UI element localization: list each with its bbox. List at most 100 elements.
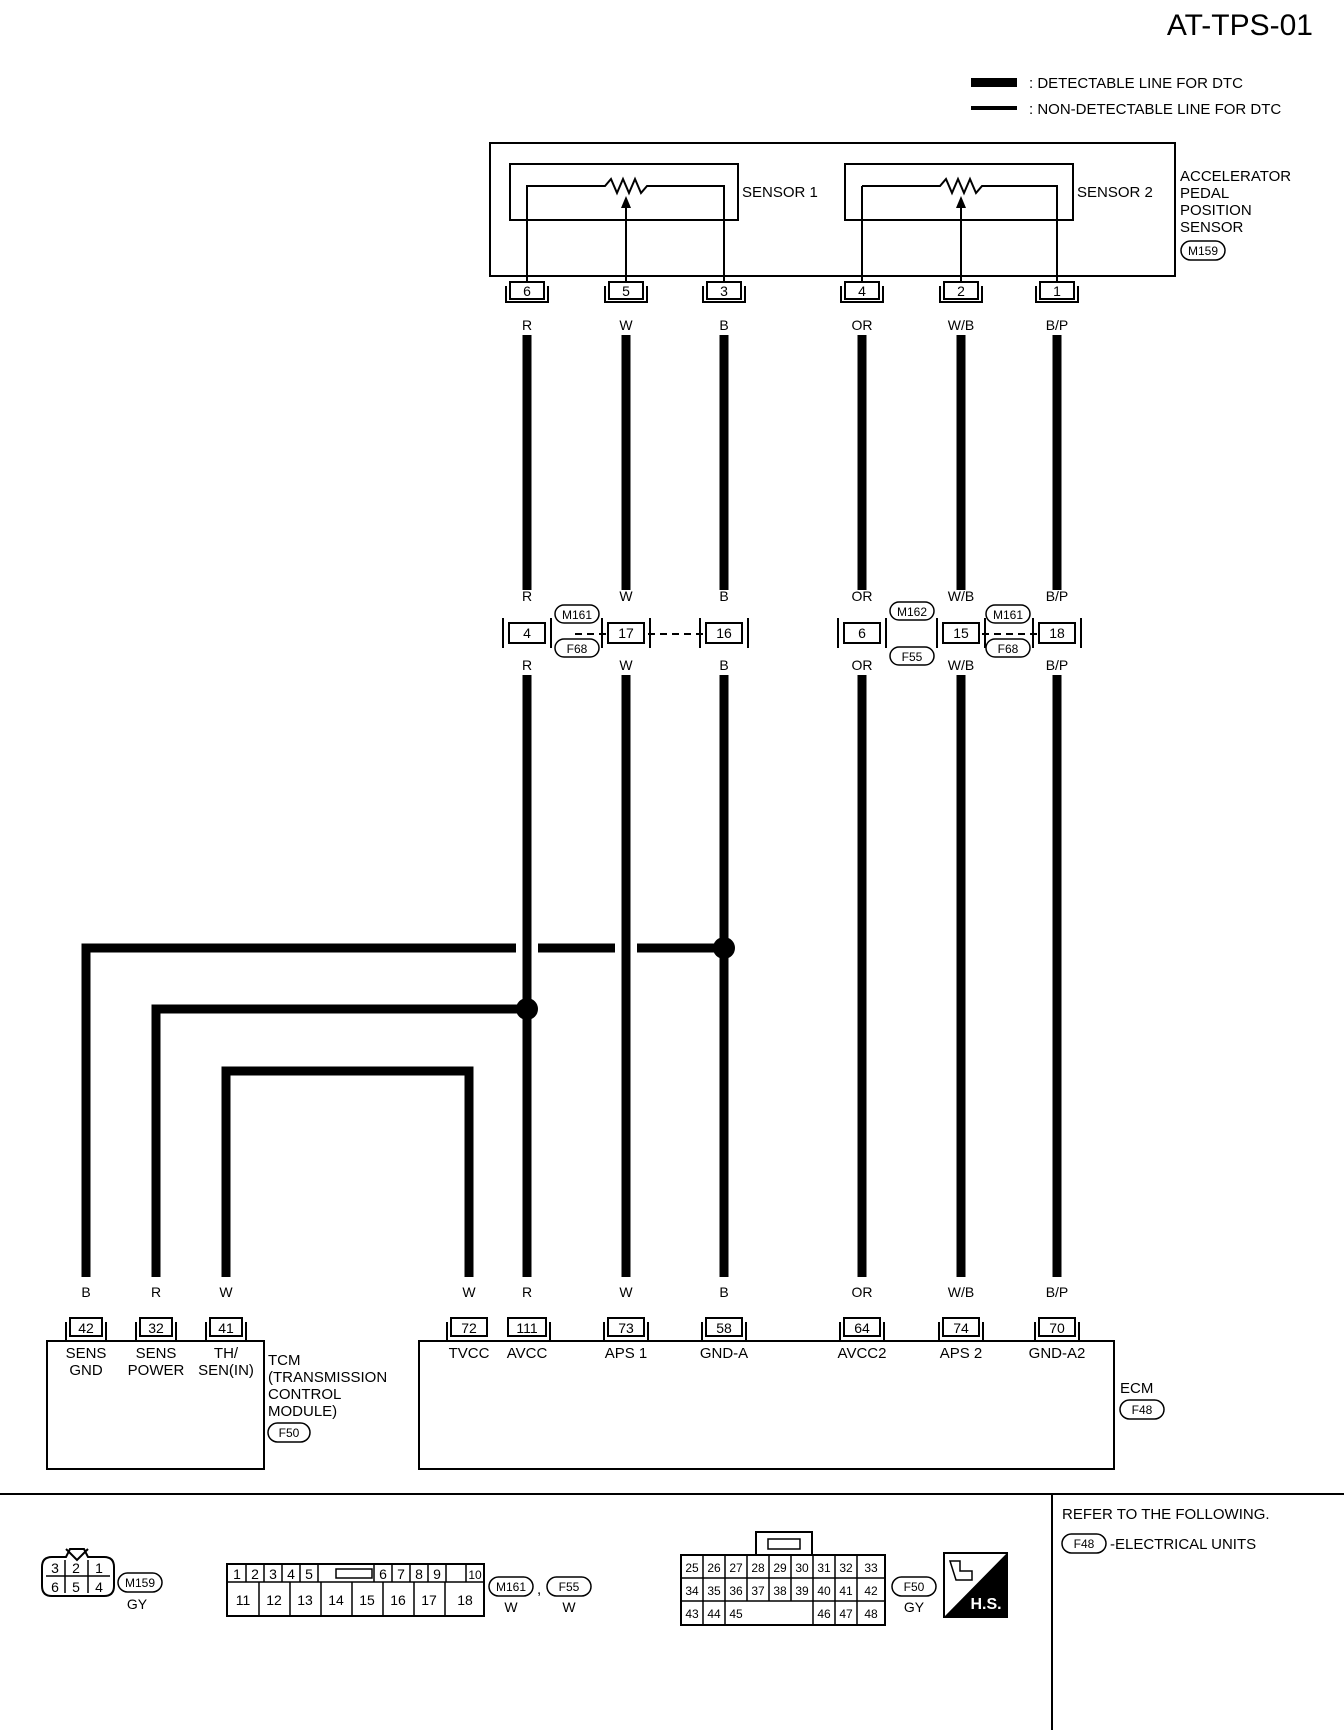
ecm-terminal-avcc2: AVCC2	[838, 1345, 887, 1362]
m161-pin-9: 9	[433, 1566, 441, 1582]
f50-pin-35: 35	[707, 1584, 721, 1598]
m161-pin-12: 12	[266, 1592, 282, 1608]
ecm-wire-color-aps2: W/B	[948, 1284, 974, 1300]
ecm-pin-111: 111	[516, 1320, 537, 1336]
joint-right-top-oval	[985, 604, 1031, 624]
ecm-module	[418, 1317, 1115, 1470]
m159-view-id: M159	[125, 1576, 155, 1590]
m161-pin-2: 2	[251, 1566, 259, 1582]
apps-pin-2: 2	[957, 283, 965, 299]
m159-pin-4: 4	[95, 1579, 103, 1595]
wire-color-w-1: W	[619, 317, 633, 333]
tcm-terminal-sens-gnd-2: GND	[69, 1362, 103, 1379]
tcm-terminal-sens-power-1: SENS	[136, 1345, 177, 1362]
ecm-name: ECM	[1120, 1380, 1153, 1397]
wire-color-bp-1: B/P	[1046, 317, 1069, 333]
f50-pin-43: 43	[685, 1607, 699, 1621]
m161-pin-18: 18	[457, 1592, 473, 1608]
ecm-pin-64: 64	[854, 1320, 870, 1336]
tcm-terminal-sens-power-2: POWER	[128, 1362, 185, 1379]
f50-pin-26: 26	[707, 1561, 721, 1575]
joint-right-bottom-id: F68	[998, 642, 1019, 656]
f50-pin-42: 42	[864, 1584, 878, 1598]
refer-title: REFER TO THE FOLLOWING.	[1062, 1506, 1270, 1523]
joint-right-top-id: M161	[993, 608, 1023, 622]
wire-color-b-3: B	[719, 657, 728, 673]
apps-name-line-1: ACCELERATOR	[1180, 168, 1291, 185]
hs-badge-label: H.S.	[970, 1596, 1001, 1613]
f50-pin-32: 32	[839, 1561, 853, 1575]
m161-pin-3: 3	[269, 1566, 277, 1582]
tcm-wire-color-r: R	[151, 1284, 161, 1300]
joint-mid-top-id: M162	[897, 605, 927, 619]
apps-name-line-2: PEDAL	[1180, 185, 1229, 202]
sensor-2-box	[844, 163, 1074, 221]
connector-view-f50	[680, 1531, 886, 1626]
apps-pin-row	[505, 281, 1079, 303]
f50-pin-47: 47	[839, 1607, 853, 1621]
m161-pin-16: 16	[390, 1592, 406, 1608]
apps-name-line-4: SENSOR	[1180, 219, 1244, 236]
f50-pin-41: 41	[839, 1584, 853, 1598]
joint-pin-17: 17	[618, 625, 634, 641]
f50-pin-48: 48	[864, 1607, 878, 1621]
ecm-terminal-gnda: GND-A	[700, 1345, 748, 1362]
connector-view-m161	[226, 1563, 485, 1617]
f55-view-oval	[546, 1576, 592, 1597]
apps-pin-3: 3	[720, 283, 728, 299]
tcm-pin-32: 32	[148, 1320, 164, 1336]
wire-color-w-2: W	[619, 588, 633, 604]
f50-pin-28: 28	[751, 1561, 765, 1575]
ecm-terminal-gnda2: GND-A2	[1029, 1345, 1086, 1362]
tcm-terminal-th-sen-1: TH/	[214, 1345, 239, 1362]
tcm-wire-color-w: W	[219, 1284, 233, 1300]
wire-color-bp-2: B/P	[1046, 588, 1069, 604]
f50-pin-30: 30	[795, 1561, 809, 1575]
wire-color-or-3: OR	[852, 657, 873, 673]
ecm-wire-color-avcc2: OR	[852, 1284, 873, 1300]
ecm-wire-color-avcc: R	[522, 1284, 532, 1300]
m161-pin-7: 7	[397, 1566, 405, 1582]
diagram-id: AT-TPS-01	[1167, 9, 1313, 42]
tcm-pin-41: 41	[218, 1320, 234, 1336]
sensor-1-wiper-arrow	[621, 196, 631, 208]
legend-detectable-label: : DETECTABLE LINE FOR DTC	[1029, 75, 1243, 92]
joint-left-bottom-oval	[554, 638, 600, 658]
apps-connector-id: M159	[1188, 244, 1218, 258]
f50-pin-39: 39	[795, 1584, 809, 1598]
m159-pin-1: 1	[95, 1560, 103, 1576]
f55-view-id: F55	[559, 1580, 580, 1594]
m161-view-color: W	[504, 1599, 518, 1615]
joint-right-bottom-oval	[985, 638, 1031, 658]
legend-non-detectable-label: : NON-DETECTABLE LINE FOR DTC	[1029, 101, 1281, 118]
wire-color-b-2: B	[719, 588, 728, 604]
ecm-terminal-aps1: APS 1	[605, 1345, 648, 1362]
sensor-1-box	[509, 163, 739, 221]
apps-pin-6: 6	[523, 283, 531, 299]
m161-pin-1: 1	[233, 1566, 241, 1582]
tcm-name-line-4: MODULE)	[268, 1403, 337, 1420]
ecm-pin-72: 72	[461, 1320, 477, 1336]
wire-th-sen	[221, 1066, 474, 1277]
f50-pin-34: 34	[685, 1584, 699, 1598]
ecm-pin-73: 73	[618, 1320, 634, 1336]
ecm-wire-color-gnda2: B/P	[1046, 1284, 1069, 1300]
joint-left-top-id: M161	[562, 608, 592, 622]
connector-view-m159	[41, 1548, 115, 1597]
joint-pin-6: 6	[858, 625, 866, 641]
m161-pin-4: 4	[287, 1566, 295, 1582]
joint-left-bottom-id: F68	[567, 642, 588, 656]
joint-mid-bottom-id: F55	[902, 650, 923, 664]
m161-pin-14: 14	[328, 1592, 344, 1608]
m159-pin-3: 3	[51, 1560, 59, 1576]
tcm-terminal-th-sen-2: SEN(IN)	[198, 1362, 254, 1379]
ecm-terminal-aps2: APS 2	[940, 1345, 983, 1362]
hs-badge-icon: H.S.	[943, 1552, 1008, 1618]
joint-pin-16: 16	[716, 625, 732, 641]
tcm-name-line-3: CONTROL	[268, 1386, 341, 1403]
m159-pin-6: 6	[51, 1579, 59, 1595]
m161-view-separator: ,	[537, 1581, 541, 1598]
refer-connector-oval	[1061, 1533, 1107, 1554]
refer-text: -ELECTRICAL UNITS	[1110, 1536, 1256, 1553]
tcm-name-line-2: (TRANSMISSION	[268, 1369, 387, 1386]
